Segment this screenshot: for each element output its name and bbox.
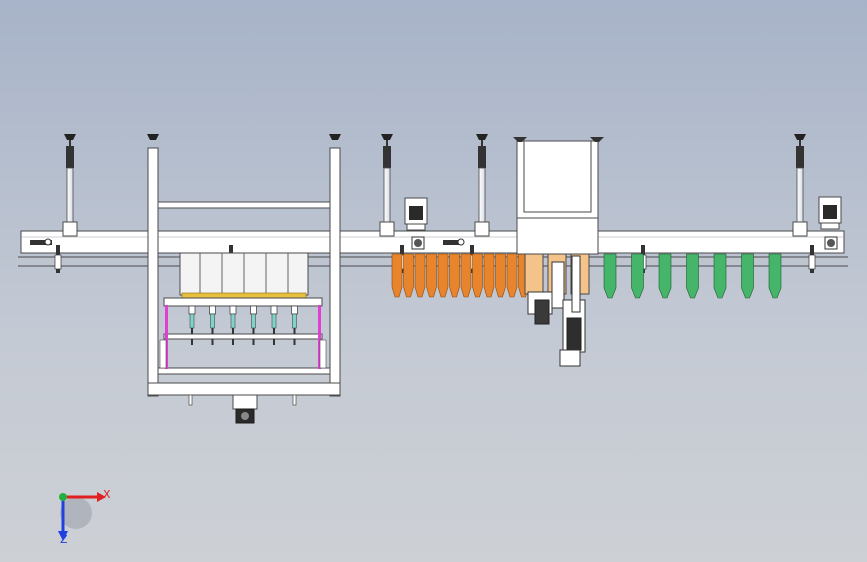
green-bottle — [713, 253, 727, 299]
green-bottles — [603, 253, 782, 299]
orange-bottle — [483, 253, 495, 298]
orange-bottle — [506, 253, 518, 298]
orange-bottles — [391, 253, 529, 298]
capping-heads — [524, 253, 590, 367]
filling-nozzle — [291, 305, 298, 345]
x-axis-label: X — [103, 488, 111, 501]
support-posts — [62, 134, 808, 237]
orange-bottle — [460, 253, 472, 298]
filling-nozzle — [250, 305, 257, 345]
leveling-foot — [147, 134, 159, 140]
green-bottle — [768, 253, 782, 299]
guide-rail-left — [165, 305, 168, 369]
support-post — [474, 134, 490, 237]
orange-bottle — [472, 253, 483, 298]
guide-rail-right — [318, 305, 321, 369]
orange-bottle — [403, 253, 414, 298]
support-post — [62, 134, 78, 237]
rail-motor-left — [404, 197, 428, 231]
filling-nozzle — [270, 305, 278, 345]
z-axis-label: Z — [60, 533, 68, 546]
capping-station — [513, 137, 604, 367]
filling-nozzle — [209, 305, 216, 345]
filling-nozzle — [188, 305, 196, 345]
leveling-foot — [329, 134, 341, 140]
filling-machine-frame — [147, 147, 341, 424]
green-bottle — [658, 253, 672, 299]
green-bottle — [741, 253, 754, 299]
buffer-tanks — [179, 252, 309, 299]
rail-clamp — [54, 245, 62, 273]
support-post — [792, 134, 808, 237]
filling-nozzles — [188, 305, 298, 345]
orange-bottle — [449, 253, 460, 298]
green-bottle — [686, 253, 699, 299]
rail-fittings — [30, 236, 838, 250]
bottom-drive-motor — [232, 394, 258, 424]
rail-motor-right — [818, 196, 842, 230]
orange-bottle — [414, 253, 426, 298]
orange-bottle — [391, 253, 403, 298]
orange-bottle — [495, 253, 506, 298]
green-bottle — [631, 253, 644, 299]
filling-nozzle — [229, 305, 237, 345]
orange-bottle — [426, 253, 437, 298]
coordinate-triad: X Z — [58, 488, 111, 546]
green-bottle — [603, 253, 617, 299]
rail-clamp — [808, 245, 816, 273]
support-post — [379, 134, 395, 237]
orange-bottle — [437, 253, 449, 298]
